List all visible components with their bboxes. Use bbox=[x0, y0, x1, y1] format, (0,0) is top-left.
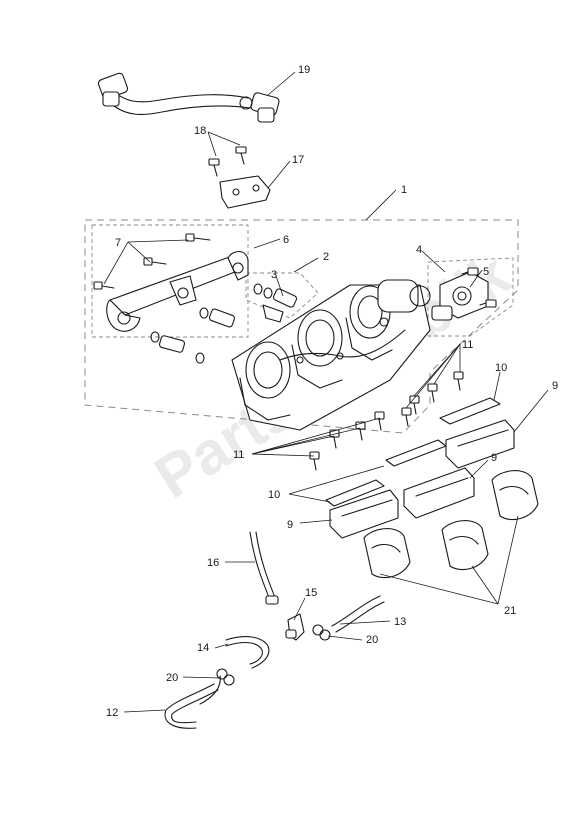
sensor-part-4 bbox=[431, 271, 489, 321]
screws-part-5 bbox=[461, 267, 497, 308]
callout-3: 3 bbox=[271, 269, 277, 281]
adaptors-part-9 bbox=[329, 419, 515, 539]
leader-lines bbox=[103, 71, 549, 713]
callout-10-lower: 10 bbox=[268, 489, 280, 501]
fuel-hose-part-19 bbox=[97, 72, 280, 123]
callout-6: 6 bbox=[283, 234, 289, 246]
callout-9-middle: 9 bbox=[491, 452, 497, 464]
screws-part-18 bbox=[208, 146, 247, 177]
bracket-part-17 bbox=[219, 175, 271, 209]
hose-part-14 bbox=[225, 636, 270, 669]
callout-10-top: 10 bbox=[495, 362, 507, 374]
callout-12: 12 bbox=[106, 707, 118, 719]
throttle-body-assembly-part-1 bbox=[231, 279, 431, 431]
callout-11-left: 11 bbox=[233, 449, 244, 461]
callout-13: 13 bbox=[394, 616, 406, 628]
callout-20-upper: 20 bbox=[366, 634, 378, 646]
callout-18: 18 bbox=[194, 125, 206, 137]
hose-part-16 bbox=[249, 531, 279, 605]
callout-14: 14 bbox=[197, 642, 209, 654]
callout-16: 16 bbox=[207, 557, 219, 569]
callout-labels: 1 2 3 4 5 6 7 9 9 9 10 10 11 11 12 13 14… bbox=[106, 64, 558, 719]
callout-1: 1 bbox=[401, 184, 407, 196]
callout-9-lower: 9 bbox=[287, 519, 293, 531]
clips-part-20 bbox=[216, 624, 331, 686]
callout-2: 2 bbox=[323, 251, 329, 263]
callout-20-lower: 20 bbox=[166, 672, 178, 684]
callout-7: 7 bbox=[115, 237, 121, 249]
callout-4: 4 bbox=[416, 244, 422, 256]
callout-9-top: 9 bbox=[552, 380, 558, 392]
t-piece-part-15 bbox=[285, 613, 305, 641]
clamps-part-21 bbox=[363, 470, 539, 579]
callout-15: 15 bbox=[305, 587, 317, 599]
callout-19: 19 bbox=[298, 64, 310, 76]
hose-part-12 bbox=[164, 675, 221, 729]
bolts-part-11 bbox=[309, 371, 464, 471]
callout-11-right: 11 bbox=[462, 339, 473, 351]
injectors-part-3 bbox=[150, 283, 298, 364]
callout-5: 5 bbox=[483, 266, 489, 278]
hose-part-13 bbox=[331, 595, 385, 633]
callout-21: 21 bbox=[504, 605, 516, 617]
seals-part-10 bbox=[325, 397, 501, 507]
fuel-rail-part-7 bbox=[93, 233, 249, 332]
callout-17: 17 bbox=[292, 154, 304, 166]
